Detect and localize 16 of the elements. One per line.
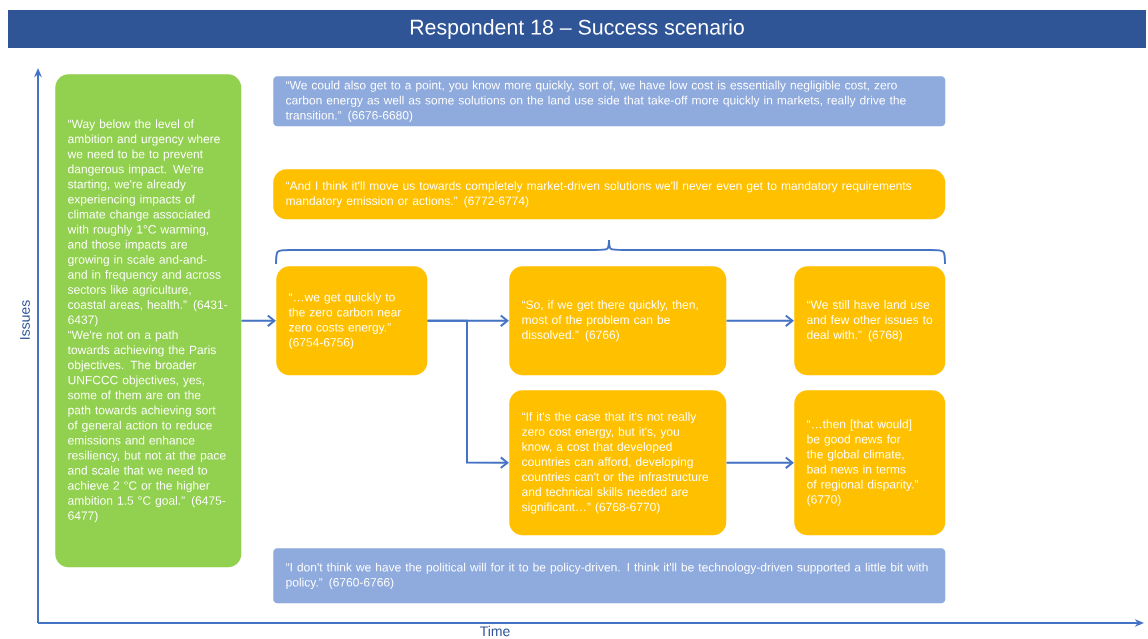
- quote-box: “If it's the case that it's not really zero cost energy, but it's, you know, a cost that developed countries can afford, developing countries can't or the infrastructure and technical skills needed are significant…” (6768-6770): [509, 390, 727, 536]
- axis-label: Issues: [20, 300, 30, 339]
- axis-label: Time: [480, 625, 510, 637]
- quote-box: “…we get quickly to the zero carbon near zero costs energy.” (6754-6756): [276, 266, 428, 376]
- arrow: [725, 314, 794, 328]
- title-bar: Respondent 18 – Success scenario: [8, 10, 1146, 48]
- quote-box: “…then [that would] be good news for the global climate, bad news in terms of regional disparity.” (6770): [794, 390, 946, 536]
- quote-box: “Way below the level of ambition and urgency where we need to be to prevent dangerous impact. We're starting, we're already experiencing impacts of climate change associated with roughly 1°C warming, and those impacts are growing in scale and-and-and in frequency and across sectors like agriculture, coastal areas, health.” (6431-6437) “We're not on a path towards achieving the Paris objectives. The broader UNFCCC objectives, yes, some of them are on the path towards achieving sort of general action to reduce emissions and enhance resiliency, but not at the pace and scale that we need to achieve 2 °C or the higher ambition 1.5 °C goal.” (6475-6477): [55, 74, 242, 568]
- quote-box: “I don't think we have the political will for it to be policy-driven. I think it'll be technology-driven supported a little bit with policy.” (6760-6766): [273, 548, 946, 604]
- quote-box: “So, if we get there quickly, then, most of the problem can be dissolved.” (6766): [509, 266, 727, 376]
- arrow: [426, 319, 509, 470]
- quote-box: “We still have land use and few other issues to deal with.” (6768): [794, 266, 946, 376]
- arrow: [725, 456, 794, 470]
- quote-box: “We could also get to a point, you know more quickly, sort of, we have low cost is essentially negligible cost, zero carbon energy as well as some solutions on the land use side that take-off more quickly in markets, really drive the transition.” (6676-6680): [273, 76, 946, 127]
- arrow: [240, 314, 276, 328]
- quote-box: “And I think it'll move us towards completely market-driven solutions we'll never even get to mandatory requirements mandatory emission or actions.” (6772-6774): [273, 169, 946, 220]
